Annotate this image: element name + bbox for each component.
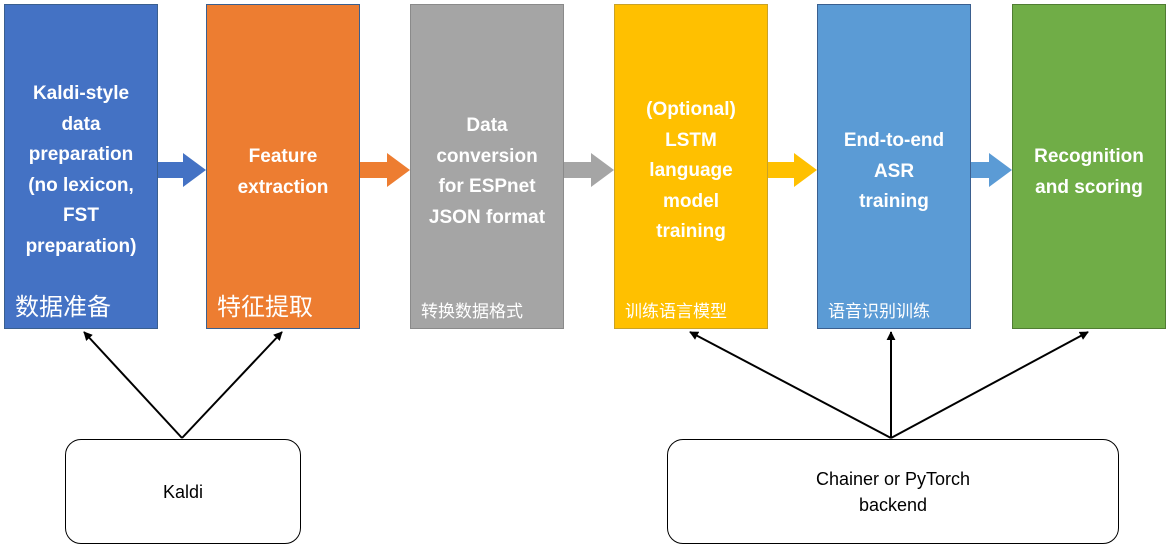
kaldi-to-feature-arrow <box>181 331 283 439</box>
stage-language-model-training: (Optional) LSTM language model training … <box>614 4 768 329</box>
source-label: Chainer or PyTorch backend <box>815 468 971 515</box>
kaldi-to-data-prep-arrow <box>83 331 183 439</box>
flow-arrow-4 <box>768 153 817 187</box>
stage-chinese-label: 语音识别训练 <box>828 302 930 321</box>
flow-arrow-3 <box>564 153 614 187</box>
stage-asr-training: End-to-end ASR training 语音识别训练 <box>817 4 971 329</box>
backend-to-lm-arrow <box>689 331 892 439</box>
stage-title: End-to-end ASR training <box>843 130 945 212</box>
backend-to-recognition-arrow <box>890 331 1089 439</box>
kaldi-source-box: Kaldi <box>65 439 301 544</box>
stage-title: Recognition and scoring <box>1034 146 1144 198</box>
flow-arrow-1 <box>158 153 206 187</box>
stage-chinese-label: 数据准备 <box>15 294 111 321</box>
stage-recognition-scoring: Recognition and scoring <box>1012 4 1166 329</box>
flow-arrow-2 <box>360 153 410 187</box>
stage-title: Kaldi-style data preparation (no lexicon… <box>25 83 137 257</box>
source-label: Kaldi <box>162 481 204 502</box>
chainer-pytorch-source-box: Chainer or PyTorch backend <box>667 439 1119 544</box>
stage-data-preparation: Kaldi-style data preparation (no lexicon… <box>4 4 158 329</box>
stage-chinese-label: 转换数据格式 <box>421 302 523 321</box>
flow-arrow-5 <box>971 153 1012 187</box>
stage-chinese-label: 特征提取 <box>217 294 313 321</box>
stage-title: (Optional) LSTM language model training <box>646 99 736 242</box>
stage-title: Data conversion for ESPnet JSON format <box>428 115 546 228</box>
stage-title: Feature extraction <box>237 146 329 198</box>
stage-feature-extraction: Feature extraction 特征提取 <box>206 4 360 329</box>
stage-data-conversion: Data conversion for ESPnet JSON format 转… <box>410 4 564 329</box>
stage-chinese-label: 训练语言模型 <box>625 302 727 321</box>
